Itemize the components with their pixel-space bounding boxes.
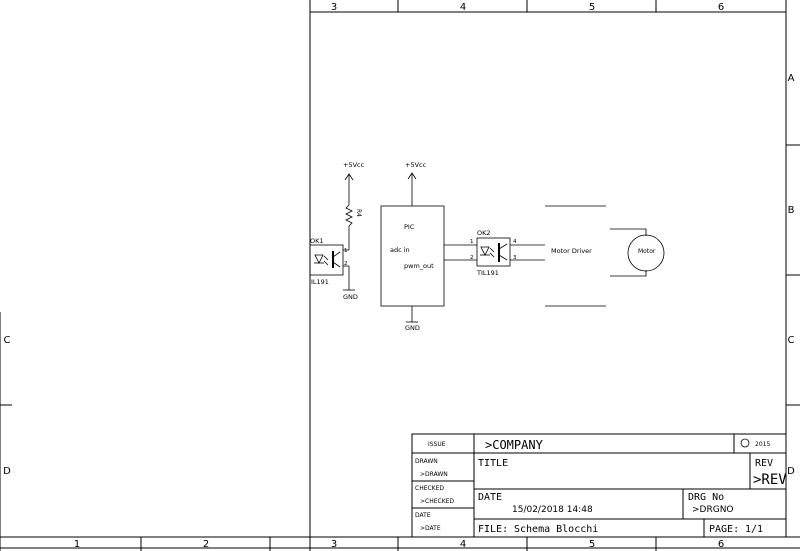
motor-label: Motor	[638, 248, 656, 255]
top-col-5: 5	[589, 2, 595, 13]
bottom-col-4: 4	[460, 539, 466, 550]
file-label: FILE:	[478, 524, 508, 535]
copyright-year: 2015	[755, 441, 770, 448]
ok1-ref: OK1	[310, 237, 324, 245]
motor-driver-label: Motor Driver	[551, 247, 592, 255]
issue-label: ISSUE	[428, 441, 446, 448]
drgno-label: DRG No	[688, 492, 724, 503]
date-small-value: >DATE	[420, 525, 441, 532]
file-value: Schema Blocchi	[514, 524, 598, 535]
ok2-pin2: 2	[470, 255, 474, 261]
page-value: 1/1	[745, 524, 763, 535]
left-row-c: C	[4, 335, 11, 346]
checked-value: >CHECKED	[420, 498, 454, 505]
pic-pin-adc: adc in	[390, 246, 410, 254]
motor-driver-block	[545, 205, 606, 307]
right-row-d: D	[787, 466, 795, 477]
ok1-pin2: 2	[344, 261, 348, 267]
right-row-a: A	[788, 73, 795, 84]
title-block	[411, 433, 787, 538]
optocoupler-ok2	[476, 237, 545, 267]
bottom-col-2: 2	[203, 539, 209, 550]
ok1-pin1: 1	[344, 248, 348, 254]
company-field: >COMPANY	[485, 438, 544, 452]
bottom-col-1: 1	[74, 539, 80, 550]
bottom-col-6: 6	[718, 539, 724, 550]
gnd-label-ok1: GND	[343, 293, 358, 301]
drawn-label: DRAWN	[415, 458, 438, 465]
date-label: DATE	[478, 492, 502, 503]
power-symbol-left	[344, 173, 354, 205]
ok1-part: IL191	[311, 278, 329, 286]
drawn-value: >DRAWN	[420, 471, 448, 478]
ok2-pin4: 4	[513, 239, 517, 245]
resistor-ref: R4	[355, 209, 362, 217]
drgno-value: >DRGNO	[692, 505, 734, 515]
right-row-c: C	[788, 335, 795, 346]
left-row-d: D	[3, 466, 11, 477]
pic-block	[380, 172, 445, 323]
ok2-part: TIL191	[476, 269, 499, 277]
ok2-ref: OK2	[477, 229, 491, 237]
ok2-pin3: 3	[513, 255, 517, 261]
rev-value: >REV	[753, 472, 787, 488]
top-col-3: 3	[331, 2, 337, 13]
right-row-b: B	[788, 205, 795, 216]
bottom-col-5: 5	[589, 539, 595, 550]
page-label: PAGE:	[709, 524, 739, 535]
title-label: TITLE	[478, 458, 508, 469]
pic-name: PIC	[404, 223, 415, 231]
top-col-6: 6	[718, 2, 724, 13]
bottom-col-3: 3	[331, 539, 337, 550]
motor-symbol	[610, 228, 665, 277]
date-value: 15/02/2018 14:48	[512, 505, 593, 515]
optocoupler-ok1	[309, 244, 355, 291]
checked-label: CHECKED	[415, 485, 444, 492]
top-col-4: 4	[460, 2, 466, 13]
vcc-label-right: +5Vcc	[405, 161, 427, 169]
gnd-label-pic: GND	[405, 324, 420, 332]
rev-label: REV	[755, 458, 773, 469]
ok2-pin1: 1	[470, 239, 474, 245]
resistor-r4	[345, 204, 353, 250]
vcc-label-left: +5Vcc	[343, 161, 365, 169]
pic-pin-pwm: pwm_out	[404, 262, 434, 270]
date-small-label: DATE	[415, 512, 431, 519]
